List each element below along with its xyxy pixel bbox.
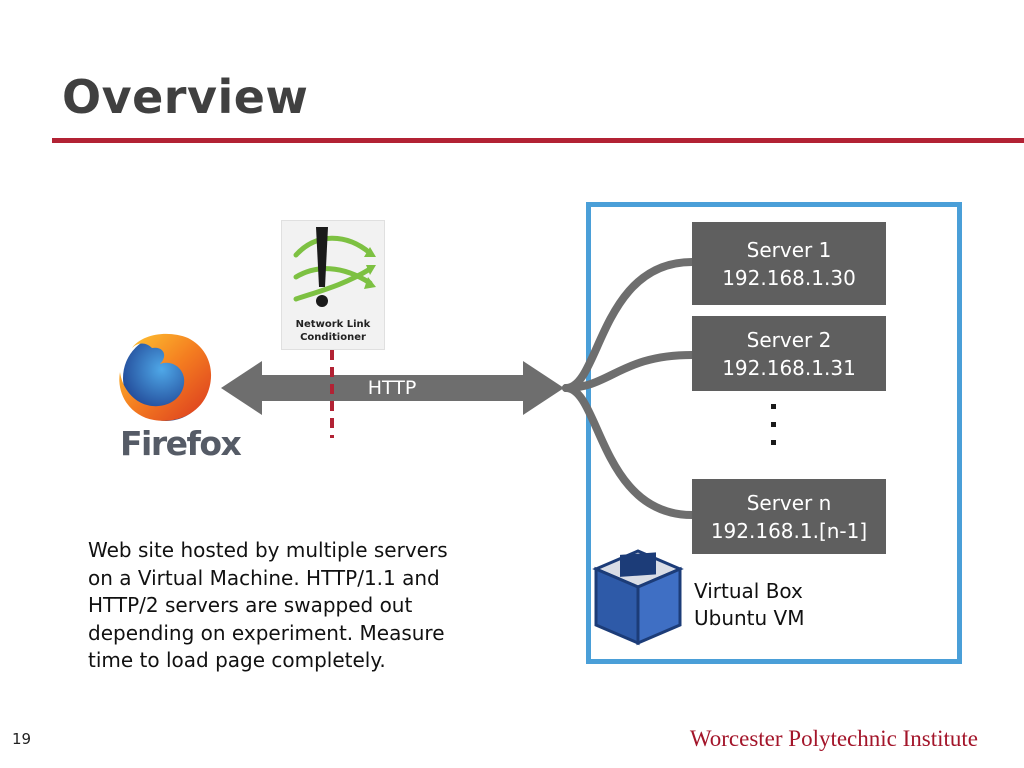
server-ip: 192.168.1.[n-1] (710, 518, 868, 543)
server-box-n: Server n 192.168.1.[n-1] (692, 479, 886, 554)
http-double-arrow (221, 361, 564, 415)
description-caption: Web site hosted by multiple servers on a… (88, 538, 448, 672)
ellipsis-dot (770, 440, 776, 445)
title-rule (52, 138, 1024, 143)
connector-server-1 (562, 258, 696, 392)
vertical-ellipsis (768, 404, 778, 458)
conditioner-arrows-icon (293, 227, 376, 307)
ellipsis-dot (770, 404, 776, 409)
connector-server-2 (562, 351, 696, 392)
server-ip: 192.168.1.30 (722, 265, 856, 290)
connector-server-n (562, 384, 696, 519)
network-link-conditioner-label: Network Link Conditioner (295, 319, 371, 343)
firefox-wordmark: Firefox (120, 424, 242, 463)
slide-title: Overview (62, 70, 309, 124)
virtualbox-logo-icon (592, 549, 684, 646)
virtual-machine-box (586, 202, 962, 664)
network-link-conditioner-icon (281, 220, 385, 350)
institution-name: Worcester Polytechnic Institute (689, 726, 978, 751)
page-number: 19 (12, 730, 32, 748)
server-box-1: Server 1 192.168.1.30 (692, 222, 886, 305)
server-name: Server n (746, 490, 832, 515)
server-connector-lines (562, 258, 696, 519)
server-name: Server 2 (746, 327, 832, 352)
server-name: Server 1 (746, 237, 832, 262)
ellipsis-dot (770, 422, 776, 427)
http-label: HTTP (367, 377, 417, 399)
server-box-2: Server 2 192.168.1.31 (692, 316, 886, 391)
virtualbox-label: Virtual Box Ubuntu VM (694, 579, 805, 630)
firefox-logo-icon (119, 333, 212, 421)
server-ip: 192.168.1.31 (722, 355, 856, 380)
